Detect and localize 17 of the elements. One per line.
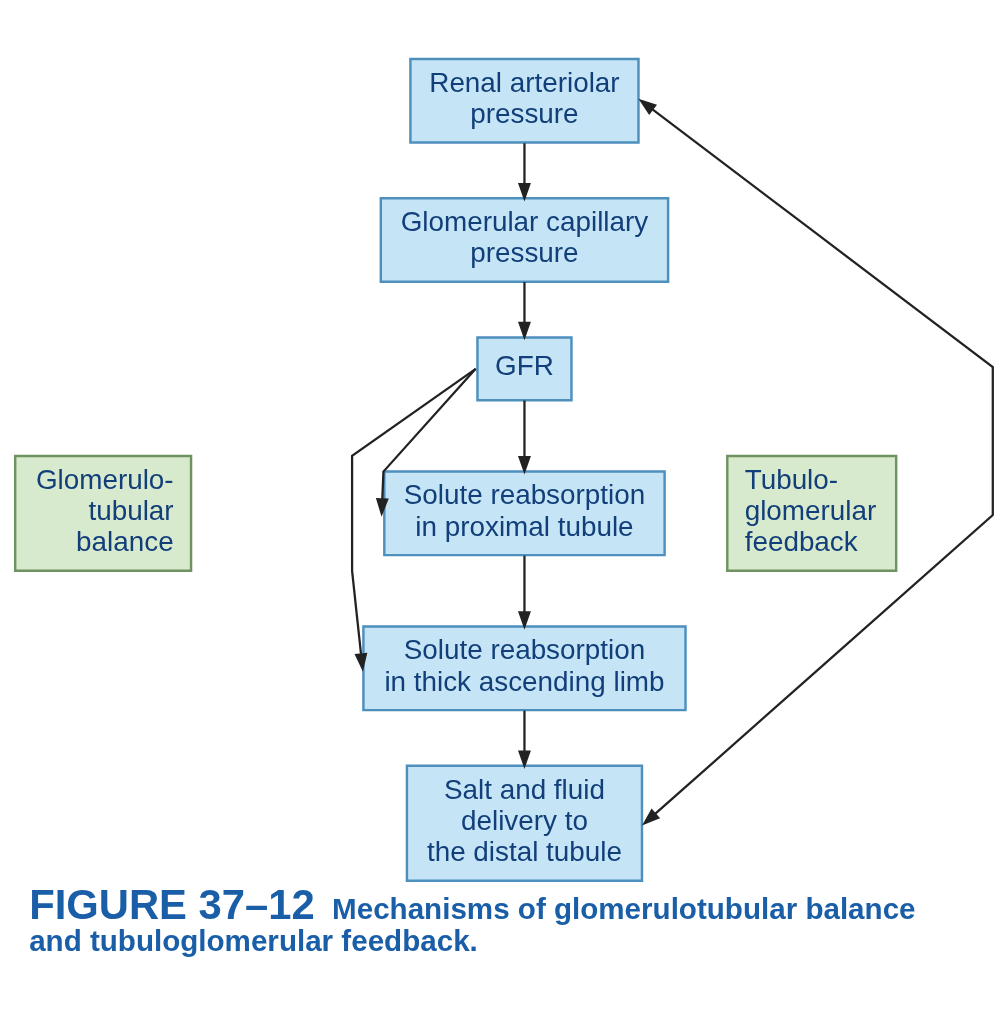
node-box: GFR xyxy=(476,335,573,401)
node-box: Tubulo- glomerular feedback xyxy=(726,454,898,572)
arrow xyxy=(518,281,531,340)
arrow xyxy=(518,142,531,201)
node-box: Glomerular capillary pressure xyxy=(379,196,670,283)
node-box: Salt and fluid delivery to the distal tubule xyxy=(405,764,644,882)
arrow xyxy=(350,367,477,672)
arrow xyxy=(518,710,531,769)
arrow xyxy=(638,98,994,826)
arrow xyxy=(375,367,477,517)
node-box: Glomerulo- tubular balance xyxy=(14,454,193,572)
caption: Mechanisms of glomerulotubular balance xyxy=(332,891,916,925)
node-box: Renal arteriolar pressure xyxy=(409,57,640,144)
node-box: Solute reabsorption in thick ascending limb xyxy=(362,624,687,711)
arrow xyxy=(518,400,531,474)
arrow xyxy=(518,555,531,630)
node-box: Solute reabsorption in proximal tubule xyxy=(383,469,666,556)
